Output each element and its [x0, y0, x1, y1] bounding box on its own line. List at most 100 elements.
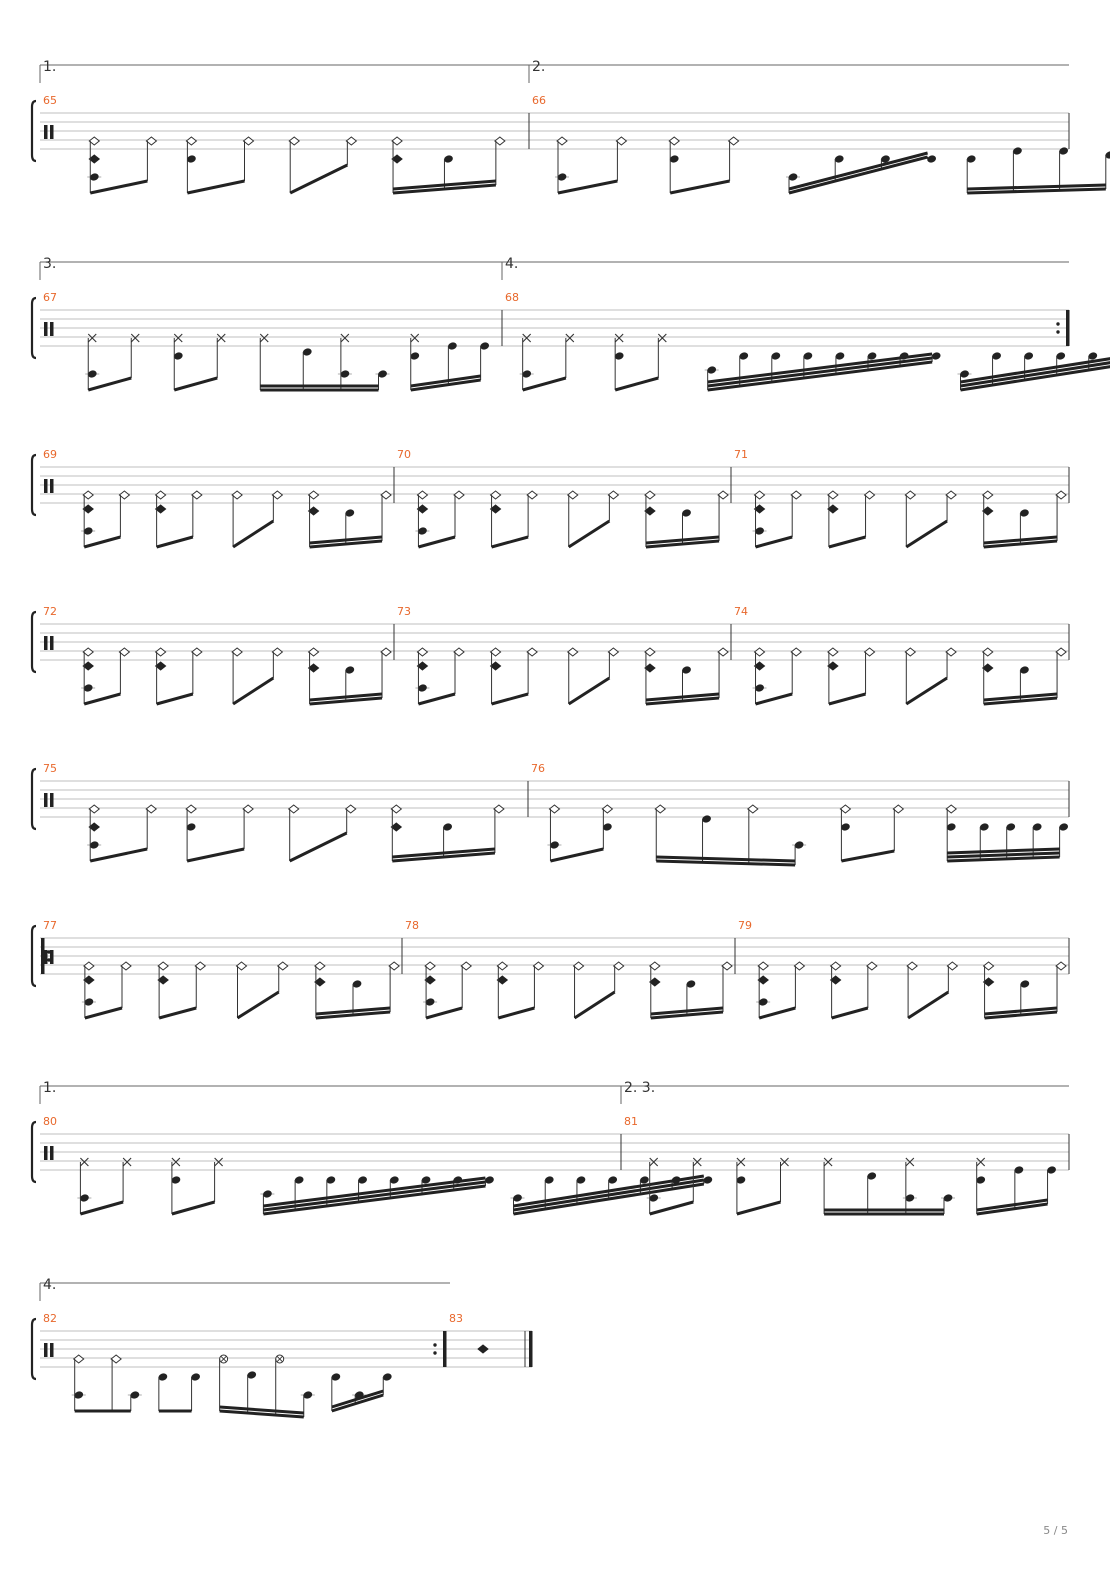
beam	[976, 1202, 1048, 1216]
note-head-diamond	[231, 647, 243, 657]
note-head-diamond	[548, 804, 561, 814]
note-head	[1024, 352, 1034, 360]
measure-72: 72	[43, 605, 395, 706]
beam	[513, 1182, 705, 1216]
note-head-filled-diamond	[83, 975, 95, 985]
beam	[158, 1006, 197, 1020]
note-head	[186, 155, 196, 163]
note-head	[83, 684, 93, 692]
note-head-cross	[340, 333, 350, 343]
note-head-cross	[87, 333, 97, 343]
beam	[755, 535, 793, 549]
note-head	[614, 352, 624, 360]
beam	[156, 692, 194, 706]
percussion-clef	[44, 1146, 48, 1160]
note-head-diamond	[194, 961, 207, 971]
measure-number: 73	[397, 605, 411, 618]
measure-number: 79	[738, 919, 752, 932]
beam	[491, 535, 529, 549]
note-head-diamond	[276, 961, 289, 971]
note-head-cross	[823, 1157, 833, 1167]
beam	[263, 1180, 486, 1212]
note-head-diamond	[231, 490, 243, 500]
note-head-diamond	[981, 647, 994, 657]
beam	[707, 360, 933, 392]
percussion-clef	[44, 125, 48, 139]
system-bracket	[30, 453, 37, 517]
beam	[656, 859, 796, 867]
volta-label: 1.	[43, 59, 56, 75]
note-head	[755, 527, 764, 535]
note-head-filled-diamond	[644, 506, 656, 516]
note-head-filled-diamond	[644, 663, 656, 673]
beam	[649, 1200, 694, 1216]
note-head-diamond	[110, 1354, 122, 1364]
note-head-diamond	[945, 647, 957, 657]
measure-74: 74	[734, 605, 1070, 706]
measure-75: 75	[43, 762, 529, 863]
note-head-circle-cross	[275, 1354, 285, 1364]
note-head-diamond	[314, 961, 326, 971]
note-head	[1014, 1166, 1024, 1174]
note-head-diamond	[839, 804, 852, 814]
note-head-cross	[657, 333, 667, 343]
note-head	[931, 352, 941, 360]
note-head	[89, 841, 99, 849]
note-head-diamond	[566, 490, 579, 500]
repeat-dot	[433, 1351, 437, 1355]
note-head-diamond	[727, 136, 740, 146]
beam	[788, 151, 928, 191]
beam	[645, 535, 720, 545]
note-head	[703, 1176, 713, 1184]
note-head-diamond	[118, 490, 131, 500]
note-head-diamond	[982, 961, 995, 971]
note-head-filled-diamond	[981, 663, 994, 673]
beam	[309, 696, 383, 706]
note-head	[345, 509, 355, 517]
note-head	[485, 1176, 494, 1184]
note-head-diamond	[416, 490, 429, 500]
note-head-filled-diamond	[648, 977, 661, 987]
beam	[960, 357, 1110, 384]
note-head-diamond	[453, 647, 465, 657]
note-head-diamond	[154, 647, 167, 657]
note-head-diamond	[493, 804, 505, 814]
note-head-diamond	[572, 961, 585, 971]
note-head	[758, 998, 768, 1006]
note-head-diamond	[494, 136, 506, 146]
beam	[984, 1010, 1058, 1020]
note-head-diamond	[118, 647, 131, 657]
note-head	[686, 980, 696, 988]
percussion-clef	[44, 793, 48, 807]
note-head	[1105, 151, 1110, 159]
note-head-diamond	[345, 136, 358, 146]
note-head-diamond	[945, 804, 958, 814]
note-head	[639, 1176, 649, 1184]
note-head	[1020, 980, 1030, 988]
repeat-dot	[433, 1343, 437, 1347]
note-head	[1032, 823, 1042, 831]
note-head-filled-diamond	[416, 504, 429, 514]
system-bracket	[30, 767, 37, 831]
note-head-diamond	[72, 1354, 85, 1364]
note-head-diamond	[654, 804, 667, 814]
note-head	[421, 1176, 431, 1184]
note-head	[89, 173, 99, 181]
note-head	[803, 352, 813, 360]
note-head	[1056, 352, 1066, 360]
measure-80: 801.	[39, 1080, 713, 1216]
note-head-diamond	[892, 804, 905, 814]
note-head-diamond	[271, 647, 284, 657]
note-head	[960, 370, 969, 378]
percussion-clef	[50, 950, 54, 964]
volta-label: 4.	[505, 256, 518, 272]
beam	[513, 1178, 705, 1212]
note-head-diamond	[526, 490, 538, 500]
note-head-diamond	[827, 490, 839, 500]
beam	[960, 365, 1110, 392]
volta-label: 1.	[43, 1080, 56, 1096]
beam	[83, 692, 121, 706]
measure-number: 65	[43, 94, 57, 107]
measure-number: 78	[405, 919, 419, 932]
note-head	[358, 1176, 367, 1184]
